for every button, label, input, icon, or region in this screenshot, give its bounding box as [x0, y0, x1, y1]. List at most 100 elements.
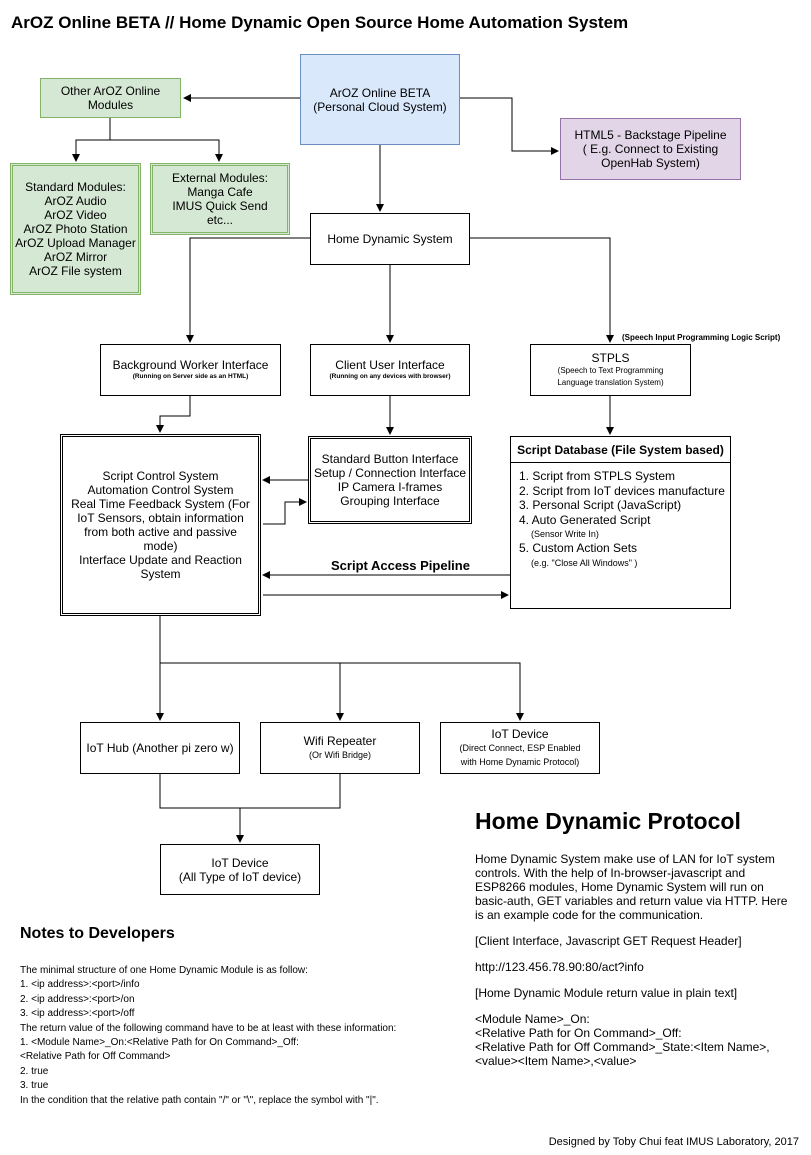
arrow-home-to-background [186, 237, 310, 343]
arrow-script-control-to-iot-device [340, 662, 524, 721]
standard-module-item: ArOZ Mirror [43, 250, 108, 264]
wifi-repeater-title: Wifi Repeater [303, 734, 377, 748]
client-ui-title: Client User Interface [335, 358, 445, 372]
notes-line: <Relative Path for Off Command> [20, 1051, 171, 1063]
script-control-line: Automation Control System [87, 483, 234, 497]
standard-module-item: ArOZ Audio [44, 194, 107, 208]
external-module-item: IMUS Quick Send [172, 199, 268, 213]
background-worker-title: Background Worker Interface [112, 358, 269, 372]
script-database-item-note: (e.g. "Close All Windows" ) [531, 557, 638, 568]
stpls-subtitle-1: (Speech to Text Programming [557, 366, 664, 375]
arrow-background-to-script-control [156, 396, 191, 433]
standard-modules-box: Standard Modules: ArOZ Audio ArOZ Video … [10, 163, 141, 295]
standard-button-interface-box: Standard Button Interface Setup / Connec… [308, 436, 472, 524]
protocol-return-label: [Home Dynamic Module return value in pla… [475, 986, 738, 1000]
iot-device-all-box: IoT Device (All Type of IoT device) [160, 844, 320, 895]
standard-module-item: ArOZ Upload Manager [15, 236, 136, 250]
iot-device-direct-title: IoT Device [491, 727, 549, 741]
script-control-system-box: Script Control System Automation Control… [60, 434, 261, 616]
script-control-line: mode) [143, 539, 178, 553]
script-control-line: Script Control System [102, 469, 219, 483]
client-ui-subtitle: (Running on any devices with browser) [329, 373, 451, 380]
line-hub-wifi-join [159, 774, 341, 809]
page-title: ArOZ Online BETA // Home Dynamic Open So… [11, 13, 629, 32]
protocol-intro: Home Dynamic System make use of LAN for … [475, 852, 788, 922]
button-interface-line: Grouping Interface [340, 494, 440, 508]
script-database-item: 5. Custom Action Sets [519, 541, 638, 556]
script-database-title: Script Database (File System based) [511, 437, 730, 463]
iot-hub-box: IoT Hub (Another pi zero w) [80, 722, 240, 774]
arrow-other-to-external [110, 139, 223, 162]
arrow-aroz-to-html5 [460, 97, 559, 155]
home-dynamic-system-box: Home Dynamic System [310, 213, 470, 265]
stpls-subtitle-2: Language translation System) [557, 378, 664, 387]
protocol-description: Home Dynamic System make use of LAN for … [475, 852, 795, 1068]
other-modules-line-2: Modules [87, 98, 134, 112]
notes-title: Notes to Developers [20, 925, 175, 942]
aroz-subtitle: (Personal Cloud System) [313, 99, 447, 114]
background-worker-subtitle: (Running on Server side as an HTML) [132, 373, 249, 380]
stpls-note: (Speech Input Programming Logic Script) [622, 333, 781, 342]
other-modules-box: Other ArOZ Online Modules [40, 78, 181, 118]
arrow-script-control-to-button [263, 498, 307, 525]
button-interface-line: Setup / Connection Interface [313, 466, 467, 480]
protocol-return-line: <Module Name>_On: [475, 1012, 590, 1026]
script-database-item: 3. Personal Script (JavaScript) [519, 498, 682, 513]
protocol-title: Home Dynamic Protocol [475, 808, 741, 834]
footer-credit: Designed by Toby Chui feat IMUS Laborato… [548, 1136, 799, 1148]
iot-device-direct-subtitle-2: with Home Dynamic Protocol) [460, 757, 580, 767]
wifi-repeater-box: Wifi Repeater (Or Wifi Bridge) [260, 722, 420, 774]
external-module-item: Manga Cafe [187, 185, 253, 199]
external-modules-box: External Modules: Manga Cafe IMUS Quick … [150, 163, 290, 235]
wifi-repeater-subtitle: (Or Wifi Bridge) [308, 750, 371, 760]
notes-body: The minimal structure of one Home Dynami… [20, 964, 460, 1108]
protocol-header-label: [Client Interface, Javascript GET Reques… [475, 934, 742, 948]
notes-line: 2. <ip address>:<port>/on [20, 993, 135, 1005]
button-interface-line: IP Camera I-frames [337, 480, 443, 494]
script-access-pipeline-label: Script Access Pipeline [331, 558, 470, 573]
script-control-line: System [140, 567, 181, 581]
iot-device-direct-subtitle-1: (Direct Connect, ESP Enabled [459, 743, 581, 753]
other-modules-line-1: Other ArOZ Online [60, 84, 161, 98]
external-modules-heading: External Modules: [171, 171, 269, 185]
html5-line-3: OpenHab System) [601, 156, 700, 170]
notes-line: 1. <Module Name>_On:<Relative Path for O… [20, 1037, 299, 1049]
iot-device-direct-box: IoT Device (Direct Connect, ESP Enabled … [440, 722, 600, 774]
script-database-item: 1. Script from STPLS System [519, 469, 676, 483]
external-module-item: etc... [206, 213, 233, 227]
script-database-list: 1. Script from STPLS System 2. Script fr… [519, 469, 725, 570]
script-control-line: from both active and passive [84, 525, 237, 539]
iot-hub-label: IoT Hub (Another pi zero w) [86, 741, 234, 755]
notes-line: 1. <ip address>:<port>/info [20, 979, 140, 991]
stpls-box: STPLS (Speech to Text Programming Langua… [530, 344, 691, 396]
protocol-return-line: <value><Item Name>,<value> [475, 1054, 637, 1068]
protocol-return-line: <Relative Path for Off Command>_State:<I… [475, 1040, 770, 1054]
notes-line: In the condition that the relative path … [20, 1094, 379, 1106]
html5-pipeline-box: HTML5 - Backstage Pipeline ( E.g. Connec… [560, 118, 741, 180]
background-worker-box: Background Worker Interface (Running on … [100, 344, 281, 396]
html5-line-1: HTML5 - Backstage Pipeline [574, 128, 727, 142]
notes-line: 3. <ip address>:<port>/off [20, 1008, 135, 1020]
script-database-item: 4. Auto Generated Script [519, 512, 651, 527]
standard-module-item: ArOZ Photo Station [23, 222, 128, 236]
script-control-line: Real Time Feedback System (For [71, 497, 250, 511]
client-user-interface-box: Client User Interface (Running on any de… [310, 344, 470, 396]
arrow-script-control-to-wifi [160, 662, 344, 721]
notes-line: 3. true [20, 1080, 49, 1092]
standard-module-item: ArOZ File system [29, 264, 122, 278]
iot-device-all-subtitle: (All Type of IoT device) [178, 869, 302, 884]
arrow-home-to-stpls [470, 237, 614, 343]
script-database-item: 2. Script from IoT devices manufacture [519, 483, 725, 498]
html5-line-2: ( E.g. Connect to Existing [582, 142, 719, 156]
protocol-return-line: <Relative Path for On Command>_Off: [475, 1026, 682, 1040]
iot-device-all-title: IoT Device [211, 855, 269, 870]
standard-module-item: ArOZ Video [44, 208, 107, 222]
aroz-online-box: ArOZ Online BETA (Personal Cloud System) [300, 54, 460, 145]
standard-modules-heading: Standard Modules: [25, 180, 126, 194]
protocol-url: http://123.456.78.90:80/act?info [475, 960, 644, 974]
notes-line: The minimal structure of one Home Dynami… [20, 965, 308, 976]
script-database-item-note: (Sensor Write In) [531, 529, 599, 540]
script-database-box: Script Database (File System based) 1. S… [510, 436, 731, 609]
home-dynamic-label: Home Dynamic System [327, 232, 453, 246]
